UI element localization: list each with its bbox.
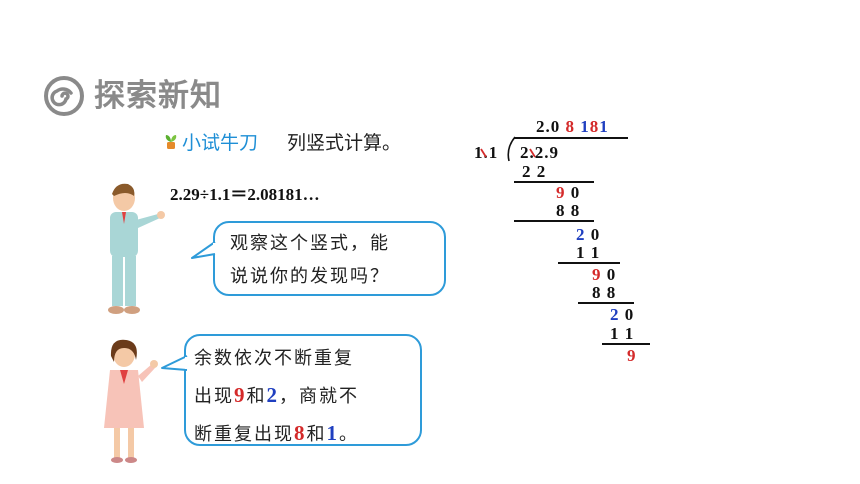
boy-illustration	[108, 183, 165, 314]
quotient: 2.0 8 181	[536, 117, 609, 136]
division-rule	[578, 302, 634, 304]
girl-speech-text: 余数依次不断重复 出现9和2，商就不 断重复出现8和1。	[194, 348, 359, 445]
division-row: 8 8	[592, 283, 617, 302]
girl-illustration	[104, 339, 158, 463]
bubble-tail-boy	[191, 241, 216, 259]
division-row: 2 2	[522, 162, 547, 181]
division-rule	[514, 220, 594, 222]
quotient-bar	[514, 137, 628, 139]
speech-bubble-girl	[184, 334, 422, 446]
boy-speech-text: 观察这个竖式，能 说说你的发现吗？	[230, 233, 390, 287]
division-bracket	[507, 136, 516, 162]
division-rule	[602, 343, 650, 345]
try-it-label: 小试牛刀	[182, 132, 259, 154]
division-row: 8 8	[556, 201, 581, 220]
division-rule	[558, 262, 620, 264]
sprout-icon	[165, 135, 177, 149]
divisor: 1.1	[474, 143, 499, 162]
equation: 2.29÷1.1＝2.08181…	[170, 185, 320, 204]
division-row: 9 0	[592, 265, 617, 284]
division-row: 1 1	[576, 243, 601, 262]
division-row: 1 1	[610, 324, 635, 343]
task-instruction: 列竖式计算。	[287, 132, 402, 154]
division-row: 9	[627, 346, 637, 365]
decimal-shift-marks	[480, 148, 536, 158]
section-title: 探索新知	[94, 78, 222, 114]
spiral-icon	[44, 76, 84, 116]
division-row: 9 0	[556, 183, 581, 202]
division-row: 2 0	[576, 225, 601, 244]
speech-bubble-boy	[213, 221, 446, 296]
division-rule	[514, 181, 594, 183]
bubble-tail-girl	[161, 355, 188, 371]
division-row: 2 0	[610, 305, 635, 324]
dividend: 2.2.9	[520, 143, 559, 162]
